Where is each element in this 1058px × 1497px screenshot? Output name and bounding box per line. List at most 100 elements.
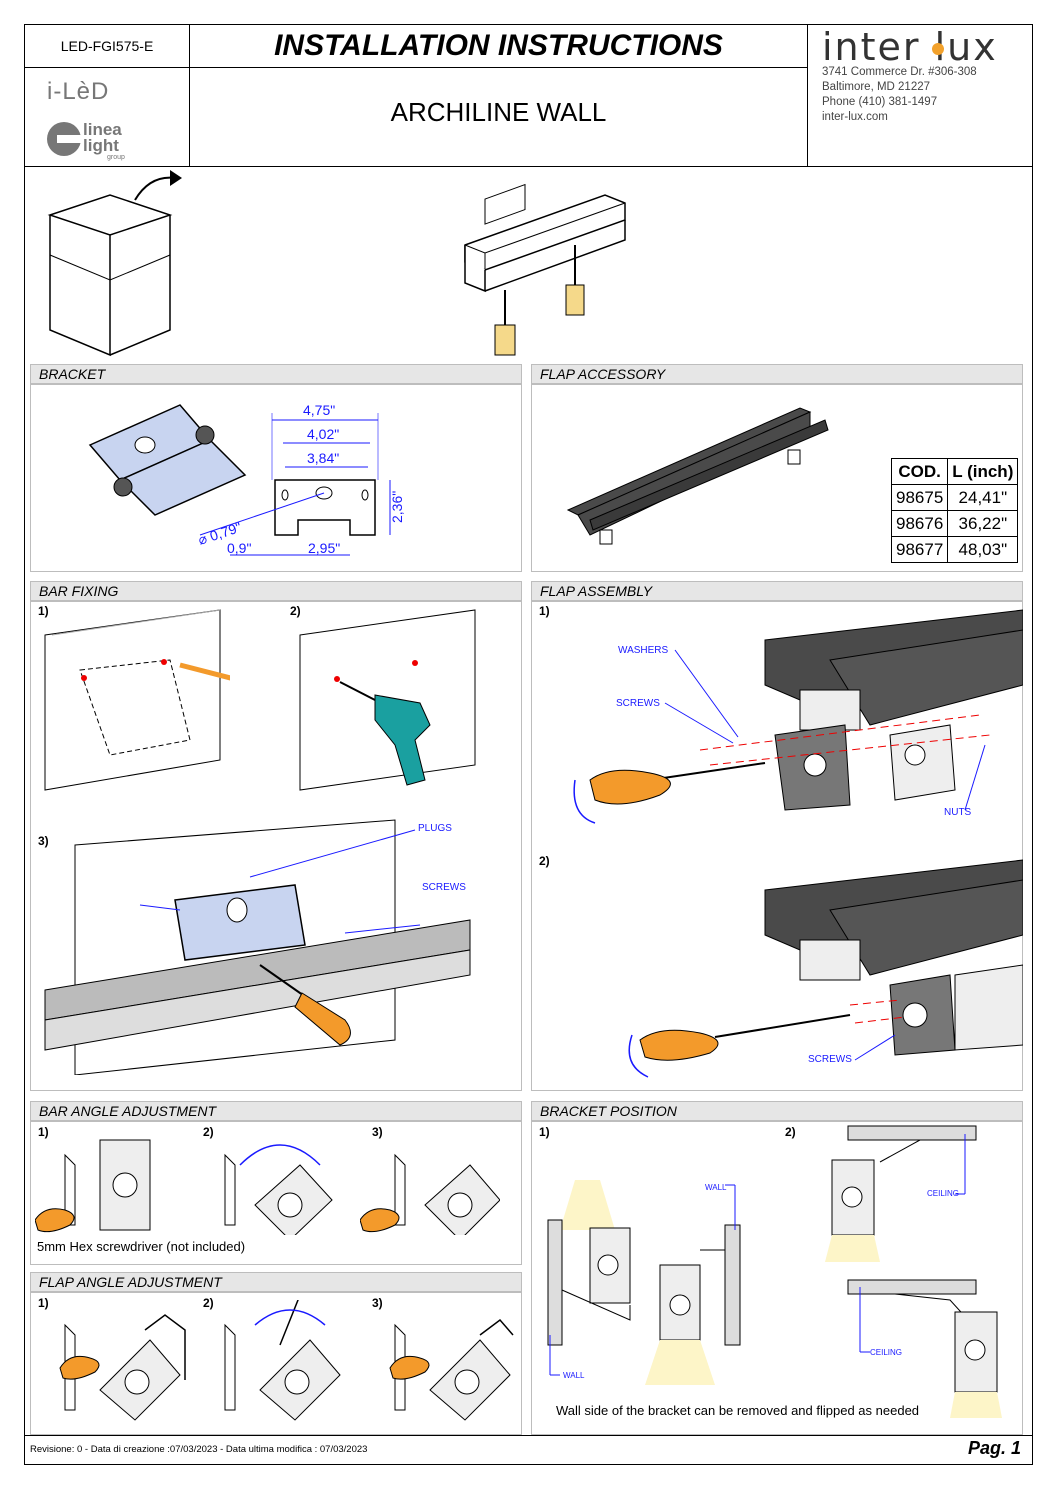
section-title-bracket: BRACKET (30, 364, 522, 384)
linea-logo-text: linea light (83, 120, 122, 155)
code-cell: LED-FGI575-E (24, 24, 190, 68)
table-cell-length: 48,03" (947, 536, 1019, 563)
hex-note: 5mm Hex screwdriver (not included) (37, 1239, 246, 1254)
section-flap-accessory (531, 384, 1023, 572)
callout-ceiling: CEILING (927, 1189, 960, 1198)
section-title-flap-assembly: FLAP ASSEMBLY (531, 581, 1023, 601)
flap-angle-step1-illustration (59, 1314, 186, 1421)
step-label: 1) (38, 604, 49, 618)
section-bar-angle (30, 1121, 522, 1265)
callout-ceiling: CEILING (870, 1348, 903, 1357)
callout-plugs: PLUGS (418, 823, 452, 834)
footer-revision: Revisione: 0 - Data di creazione :07/03/… (30, 1444, 368, 1455)
section-title-bar-angle: BAR ANGLE ADJUSTMENT (30, 1101, 522, 1121)
bracket-dimension-drawing: 4,75" 4,02" 3,84" 2,36" ⌀ 0,79" 0,9" 2,9… (196, 402, 405, 556)
callout-screws: SCREWS (616, 698, 660, 709)
bracket-position-ceiling-illustration (825, 1125, 1002, 1418)
address-line: Phone (410) 381-1497 (822, 96, 938, 108)
section-title-bracket-position: BRACKET POSITION (531, 1101, 1023, 1121)
callout-wall: WALL (705, 1183, 727, 1192)
step-label: 2) (290, 604, 301, 618)
bar-angle-step1-illustration (35, 1139, 151, 1233)
table-cell-code: 98675 (890, 484, 949, 511)
flap-code-table: COD. L (inch) 98675 24,41" 98676 36,22" … (890, 458, 1019, 563)
wall-side-note: Wall side of the bracket can be removed … (556, 1403, 920, 1418)
dim-4-02: 4,02" (307, 426, 339, 442)
linea-logo-sub: group (107, 154, 125, 161)
diameter-symbol: ⌀ (196, 529, 213, 548)
callout-washers: WASHERS (618, 645, 669, 656)
interlux-cell: inter lux 3741 Commerce Dr. #306-308 Bal… (807, 24, 1033, 167)
doc-title: INSTALLATION INSTRUCTIONS (274, 29, 723, 62)
flap-angle-step3-illustration (389, 1318, 514, 1421)
title-cell: INSTALLATION INSTRUCTIONS (189, 24, 808, 68)
section-title-flap-angle: FLAP ANGLE ADJUSTMENT (30, 1272, 522, 1292)
table-cell-length: 36,22" (947, 510, 1019, 537)
address-line: inter-lux.com (822, 111, 888, 123)
table-header-row: COD. L (inch) (890, 458, 1019, 485)
flap-assembly-step1-illustration (573, 609, 1023, 824)
step-label: 2) (203, 1296, 214, 1310)
callout-screws: SCREWS (422, 882, 466, 893)
flap-angle-step2-illustration (224, 1300, 341, 1421)
section-bracket-position (531, 1121, 1023, 1435)
wall-marking-illustration (44, 609, 230, 791)
table-row: 98677 48,03" (890, 536, 1019, 563)
address-line: 3741 Commerce Dr. #306-308 (822, 66, 977, 78)
section-flap-angle (30, 1292, 522, 1435)
product-name: ARCHILINE WALL (390, 97, 607, 127)
bar-mounting-illustration (44, 819, 471, 1075)
interlux-dot (932, 43, 944, 55)
table-header-length: L (inch) (947, 458, 1019, 485)
step-label: 1) (38, 1125, 49, 1139)
section-bracket (30, 384, 522, 572)
step-label: 2) (539, 854, 550, 868)
linea-logo-mark (47, 122, 81, 156)
step-label: 1) (539, 1125, 550, 1139)
step-label: 1) (38, 1296, 49, 1310)
section-bar-fixing (30, 601, 522, 1091)
bar-angle-step3-illustration (360, 1153, 500, 1235)
dim-3-84: 3,84" (307, 450, 339, 466)
table-row: 98676 36,22" (890, 510, 1019, 537)
interlux-logo: inter lux (822, 25, 998, 69)
table-row: 98675 24,41" (890, 484, 1019, 511)
page-number: Pag. 1 (968, 1438, 1022, 1458)
step-label: 3) (38, 834, 49, 848)
callout-screws: SCREWS (808, 1054, 852, 1065)
left-logos: i-LèD linea light group (24, 67, 190, 167)
open-box-illustration (47, 170, 182, 357)
iled-logo: i-LèD (47, 78, 109, 106)
step-label: 3) (372, 1296, 383, 1310)
footer-divider (24, 1435, 1033, 1436)
bracket-position-wall-illustration (547, 1180, 741, 1385)
section-title-flap-accessory: FLAP ACCESSORY (531, 364, 1023, 384)
step-label: 2) (785, 1125, 796, 1139)
table-cell-code: 98676 (890, 510, 949, 537)
bracket-3d-illustration (88, 404, 247, 516)
dim-2-95: 2,95" (308, 540, 340, 556)
wall-drilling-illustration (299, 609, 476, 791)
callout-wall: WALL (563, 1371, 585, 1380)
interlux-logo-text: inter lux (822, 25, 998, 69)
step-label: 1) (539, 604, 550, 618)
step-label: 3) (372, 1125, 383, 1139)
address-line: Baltimore, MD 21227 (822, 81, 931, 93)
dim-0-9: 0,9" (227, 540, 251, 556)
table-header-cod: COD. (890, 458, 949, 485)
table-cell-code: 98677 (890, 536, 949, 563)
address-block: 3741 Commerce Dr. #306-308 Baltimore, MD… (822, 65, 977, 125)
step-label: 2) (203, 1125, 214, 1139)
flap-accessory-illustration (566, 407, 829, 545)
product-illustration (464, 183, 626, 356)
section-flap-assembly (531, 601, 1023, 1091)
product-cell: ARCHILINE WALL (189, 67, 808, 167)
flap-assembly-step2-illustration (628, 859, 1023, 1078)
dim-4-75: 4,75" (303, 402, 335, 418)
bar-angle-step2-illustration (224, 1144, 333, 1235)
callout-nuts: NUTS (944, 807, 972, 818)
iled-logo-text: i-LèD (47, 78, 110, 105)
table-cell-length: 24,41" (947, 484, 1019, 511)
dim-2-36: 2,36" (389, 491, 405, 523)
product-code: LED-FGI575-E (60, 38, 154, 54)
